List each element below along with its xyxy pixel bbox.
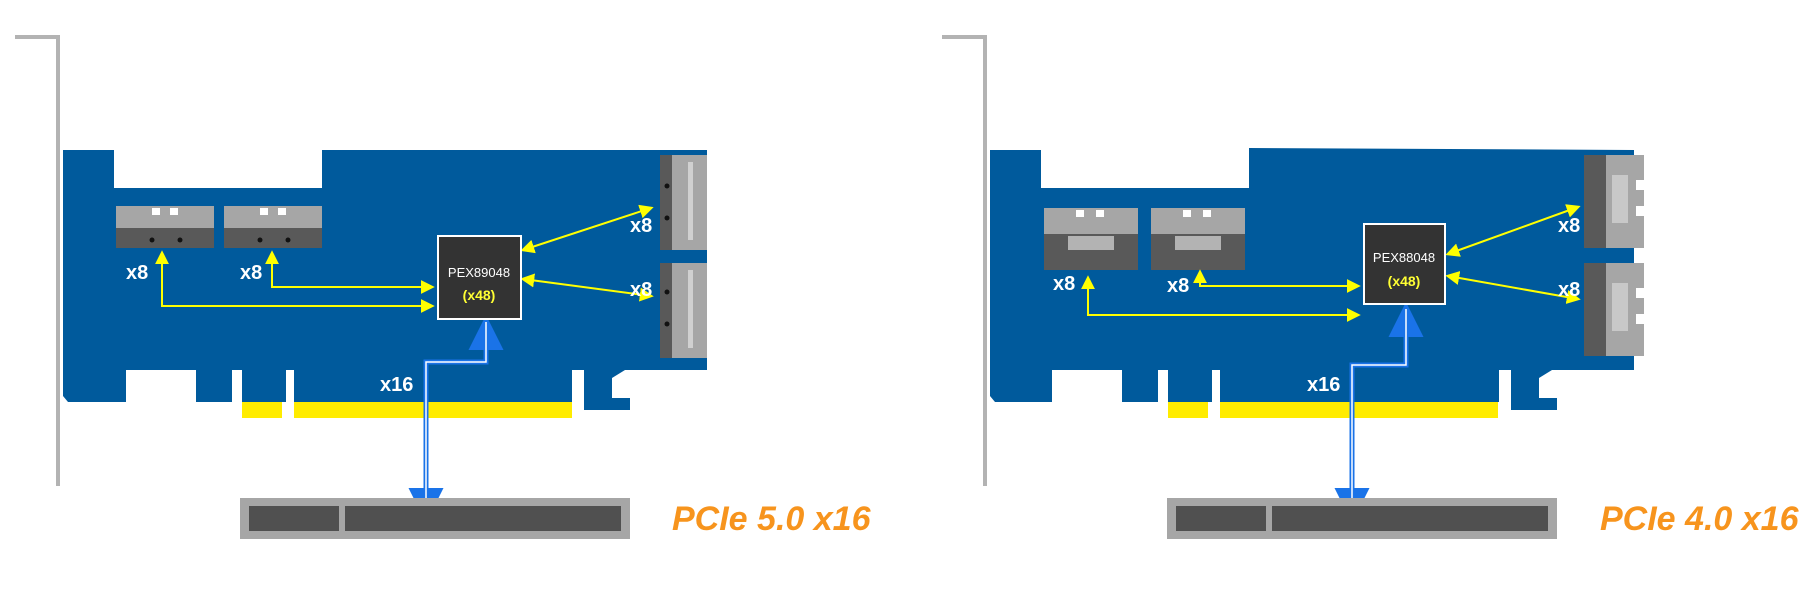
right-port-1-lanes: x8 (630, 215, 652, 237)
chip-name: PEX89048 (448, 265, 510, 280)
right-port-1 (1584, 155, 1644, 248)
chip-lane-count: (x48) (1388, 273, 1421, 289)
gold-finger-short (1168, 397, 1208, 418)
link-left-2 (1193, 269, 1361, 293)
downstream-links (155, 204, 654, 313)
upstream-link (1334, 302, 1424, 523)
mounting-bracket (942, 35, 987, 486)
upstream-link (408, 315, 504, 523)
right-port-2-lanes: x8 (630, 279, 652, 301)
link-right-2 (520, 273, 654, 302)
link-left-1 (1081, 275, 1361, 322)
left-port-2 (224, 206, 322, 248)
gold-finger-short (242, 397, 282, 418)
pcb-board (63, 150, 707, 410)
link-left-2 (265, 250, 435, 294)
right-port-2 (1584, 263, 1644, 356)
link-left-1 (155, 250, 435, 313)
left-port-1-lanes: x8 (126, 262, 148, 284)
left-port-2-lanes: x8 (240, 262, 262, 284)
card-pcie5: PEX89048 (x48) x8 x8 x8 x8 x16 PCIe 5.0 … (15, 35, 872, 539)
left-port-2 (1151, 208, 1245, 270)
pcie-slot (1167, 498, 1557, 539)
chip-lane-count: (x48) (463, 287, 496, 303)
switch-chip (1363, 223, 1446, 305)
link-right-1 (520, 204, 654, 254)
slot-title: PCIe 5.0 x16 (672, 500, 872, 538)
mounting-bracket (15, 35, 60, 486)
card-pcie4: PEX88048 (x48) x8 x8 x8 x8 x16 PCIe 4.0 … (942, 35, 1800, 539)
slot-title: PCIe 4.0 x16 (1600, 500, 1800, 538)
upstream-lanes: x16 (380, 374, 413, 396)
pcb-board (990, 148, 1634, 410)
switch-chip (437, 235, 522, 320)
right-port-1 (660, 155, 707, 250)
link-right-2 (1445, 271, 1581, 304)
upstream-lanes: x16 (1307, 374, 1340, 396)
right-port-1-lanes: x8 (1558, 215, 1580, 237)
chip-name: PEX88048 (1373, 250, 1435, 265)
right-port-2-lanes: x8 (1558, 279, 1580, 301)
link-right-1 (1445, 204, 1581, 257)
downstream-links (1081, 204, 1581, 322)
left-port-2-lanes: x8 (1167, 275, 1189, 297)
left-port-1 (116, 206, 214, 248)
right-port-2 (660, 263, 707, 358)
left-port-1 (1044, 208, 1138, 270)
left-port-1-lanes: x8 (1053, 273, 1075, 295)
pcie-slot (240, 498, 630, 539)
